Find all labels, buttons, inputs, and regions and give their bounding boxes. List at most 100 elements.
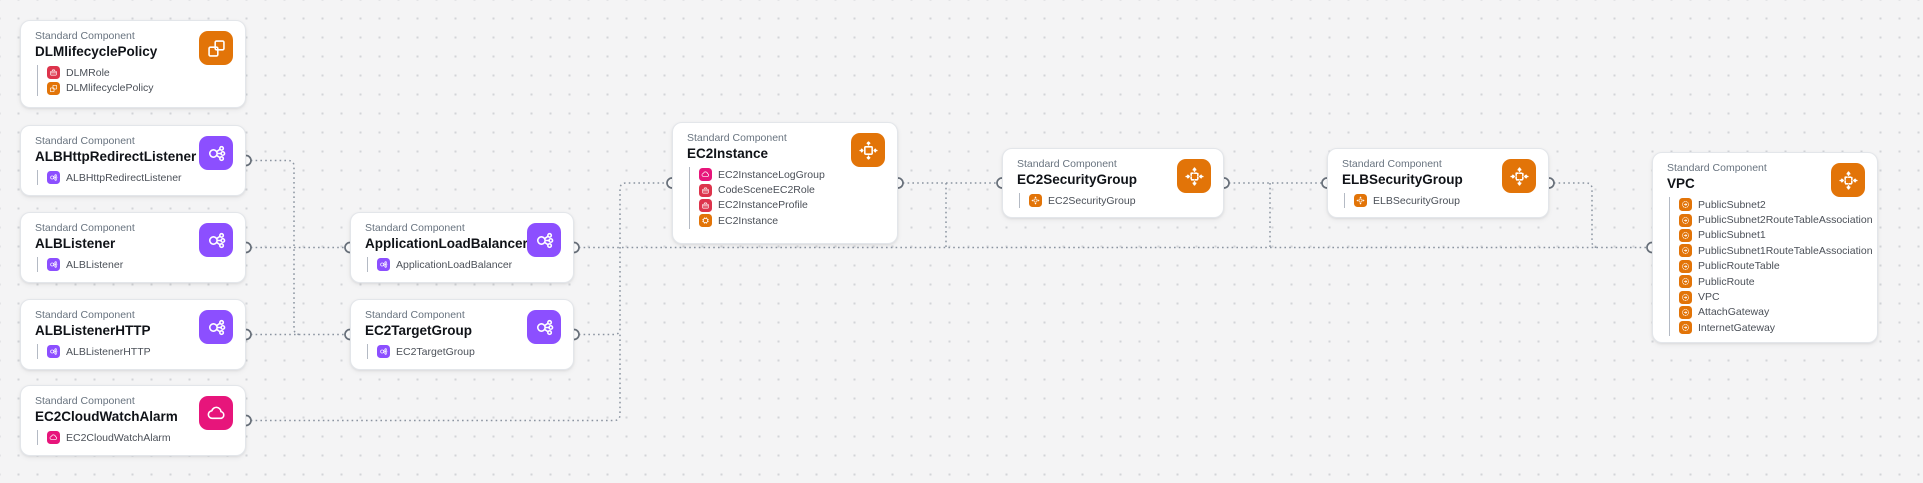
resource-item[interactable]: EC2SecurityGroup [1029,193,1211,208]
card-title: ALBListener [35,236,116,251]
resource-item[interactable]: VPC [1679,289,1865,304]
resource-item[interactable]: EC2InstanceLogGroup [699,167,885,182]
resource-item-label: PublicSubnet2 [1698,198,1766,211]
card-title: DLMlifecyclePolicy [35,44,158,59]
card-type-label: Standard Component [1017,158,1117,170]
card-type-label: Standard Component [35,309,135,321]
resource-list: EC2TargetGroup [367,344,561,360]
card-type-label: Standard Component [365,222,465,234]
instance-icon [851,133,885,167]
resource-item-label: EC2Instance [718,214,779,227]
share-icon [527,310,561,344]
connection-ec2targetgroup-ec2instance [574,182,672,336]
card-type-label: Standard Component [687,132,787,144]
resource-item[interactable]: PublicSubnet1RouteTableAssociation [1679,243,1873,258]
resource-list: EC2CloudWatchAlarm [37,430,233,446]
resource-item[interactable]: PublicRouteTable [1679,259,1865,274]
resource-item-label: ALBListener [66,258,124,271]
resource-item[interactable]: EC2TargetGroup [377,344,561,359]
cloud-icon [199,396,233,430]
share-icon [527,223,561,257]
card-header: Standard Component EC2TargetGroup [351,300,573,339]
component-card-dlmlifecyclepolicy[interactable]: Standard Component DLMlifecyclePolicy DL… [20,20,246,108]
resource-item-label: DLMRole [66,66,110,79]
card-title: ELBSecurityGroup [1342,172,1463,187]
security-group-icon [1177,159,1211,193]
component-card-elbsecuritygroup[interactable]: Standard Component ELBSecurityGroup ELBS… [1327,148,1549,218]
route-icon [1679,228,1692,242]
card-type-label: Standard Component [1342,158,1442,170]
card-header: Standard Component EC2SecurityGroup [1003,149,1223,188]
card-header: Standard Component EC2Instance [673,123,897,162]
card-type-label: Standard Component [35,135,135,147]
resource-item[interactable]: PublicSubnet2RouteTableAssociation [1679,212,1873,227]
component-card-albhttpredirectlistener[interactable]: Standard Component ALBHttpRedirectListen… [20,125,246,196]
resource-item-label: EC2InstanceLogGroup [718,168,825,181]
role-icon [47,66,60,80]
card-header: Standard Component ALBHttpRedirectListen… [21,126,245,165]
resource-item[interactable]: EC2Instance [699,213,885,228]
component-card-alblistenerhttp[interactable]: Standard Component ALBListenerHTTP ALBLi… [20,299,246,370]
resource-item-label: EC2TargetGroup [396,345,475,358]
component-card-applicationloadbalancer[interactable]: Standard Component ApplicationLoadBalanc… [350,212,574,283]
resource-item-label: DLMlifecyclePolicy [66,82,154,95]
resource-item[interactable]: PublicSubnet1 [1679,228,1865,243]
resource-item-label: EC2InstanceProfile [718,199,808,212]
card-type-label: Standard Component [35,395,135,407]
card-type-label: Standard Component [35,30,135,42]
route-icon [1679,321,1692,335]
component-card-alblistener[interactable]: Standard Component ALBListener ALBListen… [20,212,246,283]
card-type-label: Standard Component [365,309,465,321]
resource-item[interactable]: InternetGateway [1679,320,1865,335]
resource-item[interactable]: DLMlifecyclePolicy [47,80,233,95]
resource-item[interactable]: PublicRoute [1679,274,1865,289]
card-header: Standard Component ALBListener [21,213,245,252]
resource-item-label: EC2SecurityGroup [1048,194,1136,207]
card-title: ALBHttpRedirectListener [35,149,197,164]
card-type-label: Standard Component [1667,162,1767,174]
resource-item[interactable]: ELBSecurityGroup [1354,193,1536,208]
card-header: Standard Component DLMlifecyclePolicy [21,21,245,60]
resource-item[interactable]: AttachGateway [1679,305,1865,320]
resource-item-label: PublicSubnet2RouteTableAssociation [1698,214,1873,227]
resource-list: EC2SecurityGroup [1019,193,1211,209]
resource-item[interactable]: PublicSubnet2 [1679,197,1865,212]
card-type-label: Standard Component [35,222,135,234]
route-icon [1679,213,1692,227]
role-icon [699,198,712,212]
share-icon [47,258,60,272]
resource-list: ApplicationLoadBalancer [367,257,561,273]
route-icon [1679,244,1692,258]
resource-item-label: ELBSecurityGroup [1373,194,1460,207]
resource-item-label: InternetGateway [1698,321,1776,334]
route-icon [1679,275,1692,289]
component-card-ec2targetgroup[interactable]: Standard Component EC2TargetGroup EC2Tar… [350,299,574,370]
component-card-ec2securitygroup[interactable]: Standard Component EC2SecurityGroup EC2S… [1002,148,1224,218]
cloud-icon [47,431,60,445]
connection-albhttpredirectlistener-ec2targetgroup [246,159,301,336]
resource-list: ALBHttpRedirectListener [37,170,233,186]
card-title: EC2CloudWatchAlarm [35,409,178,424]
resource-item-label: PublicRoute [1698,275,1755,288]
resource-item[interactable]: EC2CloudWatchAlarm [47,430,233,445]
resource-item[interactable]: DLMRole [47,65,233,80]
resource-item[interactable]: EC2InstanceProfile [699,198,885,213]
resource-item[interactable]: ApplicationLoadBalancer [377,257,561,272]
resource-item-label: EC2CloudWatchAlarm [66,431,171,444]
card-header: Standard Component ApplicationLoadBalanc… [351,213,573,252]
resource-item-label: PublicRouteTable [1698,260,1780,273]
resource-item[interactable]: ALBListener [47,257,233,272]
resource-item[interactable]: ALBHttpRedirectListener [47,170,233,185]
component-card-ec2instance[interactable]: Standard Component EC2Instance EC2Instan… [672,122,898,244]
copy-chip-icon [47,81,60,95]
card-header: Standard Component ELBSecurityGroup [1328,149,1548,188]
component-card-ec2cloudwatchalarm[interactable]: Standard Component EC2CloudWatchAlarm EC… [20,385,246,456]
card-title: ApplicationLoadBalancer [365,236,528,251]
resource-item[interactable]: ALBListenerHTTP [47,344,233,359]
share-icon [199,310,233,344]
resource-item[interactable]: CodeSceneEC2Role [699,182,885,197]
